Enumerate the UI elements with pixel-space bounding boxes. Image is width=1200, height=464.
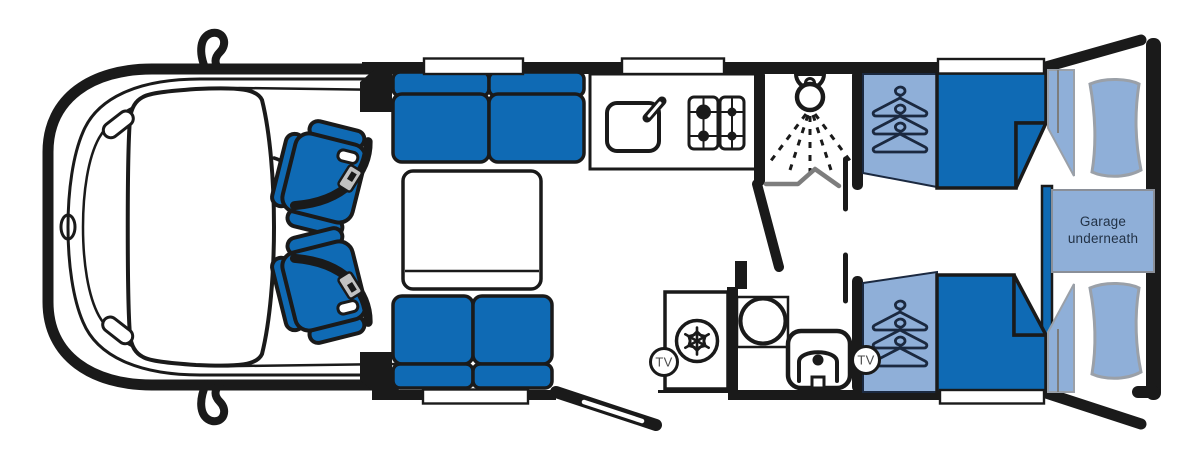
- duvet-fold: [1014, 121, 1049, 189]
- a-pillar-vent-bottom: [101, 315, 135, 346]
- washbasin-icon: [735, 295, 790, 349]
- sofa-top: [391, 70, 586, 164]
- tap-icon: [642, 96, 667, 123]
- duvet-fold: [1012, 274, 1049, 337]
- pillow-bottom: [1088, 282, 1143, 380]
- tv-icon: [851, 345, 881, 375]
- cab-body-outline: [42, 63, 402, 391]
- pillow-top: [1088, 78, 1143, 178]
- washroom-door: [752, 179, 784, 272]
- window-bottom-lounge: [421, 388, 530, 405]
- kitchen: [588, 72, 758, 171]
- washroom-wall-stub: [735, 261, 747, 289]
- tv-badge-bedroom: TV: [851, 345, 881, 375]
- shower-wall-left: [754, 70, 765, 186]
- table: [401, 169, 543, 291]
- lounge: [391, 70, 662, 431]
- bed-base-panel: [1047, 283, 1075, 393]
- shower-wall-right: [852, 70, 863, 190]
- hob-icon: [687, 95, 746, 151]
- wall-bottom-front: [372, 390, 423, 400]
- tv-label-bedroom: TV: [857, 353, 874, 368]
- bed-bottom: [935, 273, 1143, 394]
- wardrobe-top: [862, 73, 938, 189]
- entry-door: [550, 386, 662, 431]
- a-pillar-vent-top: [101, 109, 135, 140]
- wall-bottom-mid: [528, 390, 556, 400]
- window-top-bedroom: [936, 57, 1046, 75]
- windows: [421, 57, 1046, 405]
- washroom-wall-right: [852, 276, 863, 392]
- cab: [42, 28, 402, 426]
- window-top-lounge: [422, 57, 525, 76]
- spray-icon: [768, 113, 853, 175]
- swivel-seat-top: [266, 114, 372, 239]
- garage-underneath: Garage underneath: [1051, 189, 1155, 273]
- shower-head-icon: [793, 72, 827, 113]
- front-badge: [59, 213, 77, 241]
- tv-badge-lounge: TV: [649, 347, 679, 377]
- bifold-door: [763, 166, 842, 189]
- wall-bottom-rear: [728, 390, 940, 400]
- wardrobe-bottom: [862, 270, 938, 393]
- snowflake-icon: [674, 318, 720, 364]
- bed-side-rail: [1040, 184, 1054, 340]
- tv-label-lounge: TV: [655, 355, 672, 370]
- mirror-icon-top: [197, 28, 229, 74]
- washroom: TV: [649, 261, 863, 392]
- wall-rear-foot: [1132, 386, 1160, 398]
- tv-icon: [649, 347, 679, 377]
- washroom-wall-left: [727, 287, 738, 392]
- toilet-icon: [785, 328, 853, 391]
- rear-corner-top: [1036, 34, 1147, 74]
- rear-corner-bottom: [1040, 387, 1147, 430]
- garage-label-line1: Garage: [1080, 214, 1126, 229]
- bonnet-contour-outer: [66, 77, 398, 377]
- garage-label-line2: underneath: [1068, 231, 1138, 246]
- bed-top: [935, 69, 1143, 190]
- bed-base-panel: [1047, 69, 1075, 177]
- sofa-bottom: [391, 294, 554, 390]
- shower-room: [752, 70, 863, 304]
- mirror-icon-bottom: [197, 380, 229, 426]
- window-bottom-bedroom: [938, 388, 1046, 405]
- windscreen: [125, 86, 276, 368]
- swivel-seat-bottom: [266, 225, 372, 350]
- window-top-kitchen: [620, 57, 726, 76]
